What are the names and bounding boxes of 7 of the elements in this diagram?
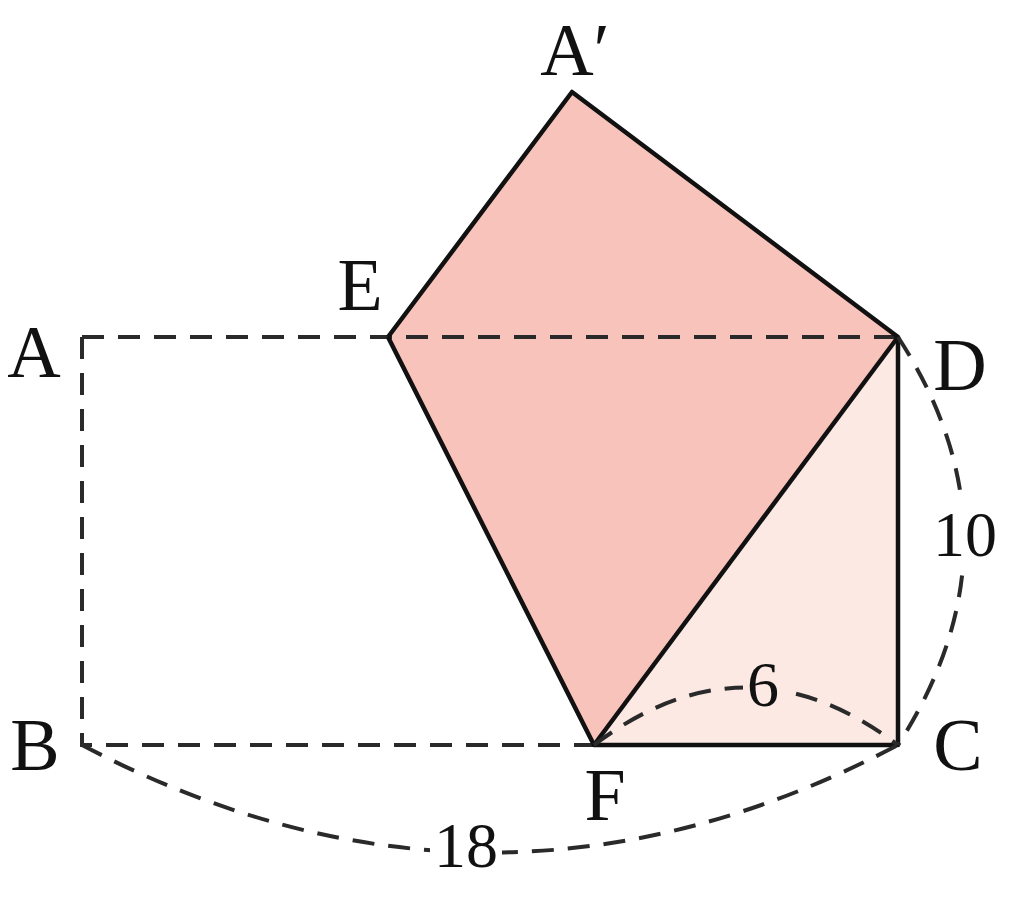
point-label: F — [583, 758, 627, 832]
point-label: E — [336, 248, 384, 322]
point-label: D — [932, 328, 988, 402]
point-label: A — [6, 315, 62, 389]
point-label: A′ — [539, 13, 611, 87]
point-label: C — [932, 708, 984, 782]
point-label: B — [9, 708, 61, 782]
